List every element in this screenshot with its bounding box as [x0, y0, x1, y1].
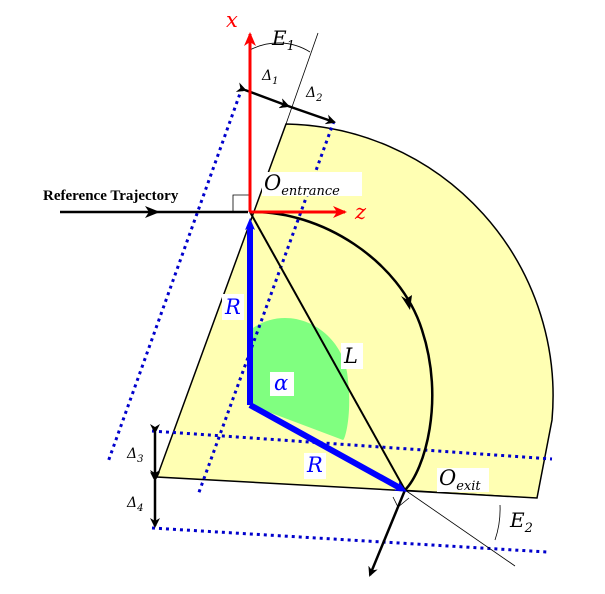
o-entrance-label: Oentrance — [264, 171, 340, 199]
l-label: L — [343, 344, 358, 368]
dotted-line-entrance-1 — [106, 87, 244, 463]
r-diagonal-label-bg — [304, 453, 326, 479]
r-diagonal-label: R — [306, 453, 323, 477]
o-exit-label: Oexit — [439, 466, 481, 494]
x-axis-label: x — [226, 8, 238, 32]
reference-trajectory-arrowhead — [145, 206, 160, 218]
exit-face-line — [404, 489, 538, 499]
curved-trajectory — [249, 210, 434, 491]
dotted-line-entrance-2 — [196, 120, 336, 496]
reference-trajectory-label: Reference Trajectory — [43, 188, 179, 204]
alpha-label: α — [274, 371, 288, 395]
o-exit-label-bg — [437, 468, 489, 492]
delta2-arrow — [278, 98, 336, 125]
alpha-angle-sector — [250, 318, 350, 440]
dotted-line-exit-2 — [151, 526, 548, 554]
e1-angle-arc — [249, 42, 311, 53]
e1-label: E1 — [271, 26, 295, 54]
right-angle-entrance — [232, 194, 250, 212]
exit-trajectory-line — [368, 489, 407, 577]
curved-trajectory-arrowhead — [401, 295, 412, 310]
r-vertical-label: R — [224, 295, 241, 319]
e2-angle-arc — [494, 504, 501, 541]
z-axis-label: z — [354, 200, 367, 224]
delta2-label: Δ2 — [305, 85, 323, 104]
exit-normal-line — [404, 489, 516, 567]
delta3-label: Δ3 — [126, 446, 144, 465]
delta-arrows-top — [235, 82, 336, 125]
delta1-label: Δ1 — [261, 68, 279, 87]
delta4-label: Δ4 — [126, 495, 144, 514]
e2-label: E2 — [509, 508, 533, 536]
o-entrance-label-bg — [262, 172, 362, 196]
chord-L-line — [249, 211, 406, 491]
radius-vector-diagonal — [248, 402, 407, 492]
pole-face-lines — [232, 32, 538, 567]
alpha-label-bg — [270, 372, 294, 396]
edge-offset-dotted-lines — [106, 87, 553, 554]
r-vertical-label-bg — [222, 294, 244, 320]
l-label-bg — [341, 343, 363, 369]
